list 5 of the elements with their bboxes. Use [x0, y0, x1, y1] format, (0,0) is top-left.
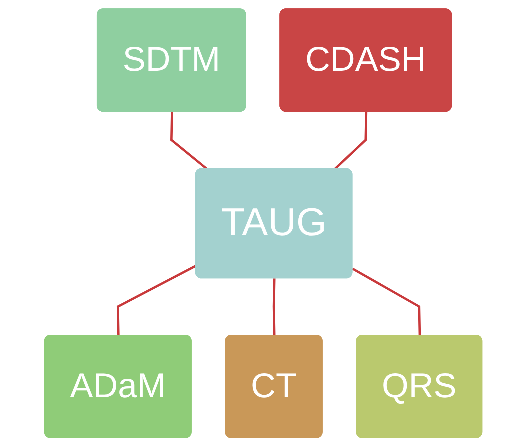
connector — [272, 278, 276, 336]
connector — [116, 264, 198, 336]
connector — [170, 112, 208, 170]
connector — [334, 112, 368, 170]
connector — [352, 268, 422, 336]
